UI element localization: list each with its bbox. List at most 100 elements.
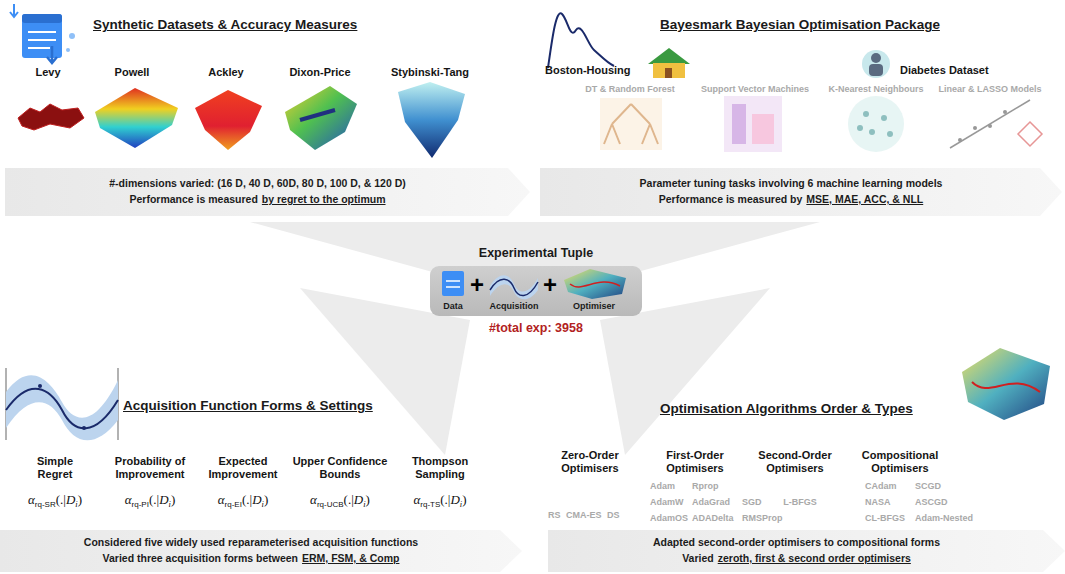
item-name: Levy [35,66,60,79]
item-name: Second-Order Optimisers [755,449,835,474]
item-name: Upper Confidence Bounds [288,455,392,480]
formula-part: α [310,492,317,507]
formula-part: (.| [242,492,252,507]
formula-part: rq-TS [420,500,440,509]
formula-part: D [252,492,261,507]
method-name: AdamW [650,497,684,507]
item-name: Dixon-Price [289,66,350,79]
method-name: AdamOS [650,513,688,523]
plus-sign: + [470,273,484,297]
item-name: First-Order Optimisers [658,449,732,474]
item-name: Diabetes Dataset [900,64,989,77]
band-text: Considered five widely used reparameteri… [0,530,522,572]
method-name: SCGD [915,481,941,491]
section-title: Optimisation Algorithms Order & Types [660,401,913,416]
acquisition-formula: αrq-TS(.|Di) [413,492,466,509]
band-line-row: Performance is measuredby regret to the … [129,192,385,208]
item-name: Probability of Improvement [104,455,196,480]
method-name: K-Nearest Neighbours [828,84,923,94]
band-line: Considered five widely used reparameteri… [84,535,418,551]
item-name: Zero-Order Optimisers [553,449,627,474]
summary-band: Considered five widely used reparameteri… [0,530,522,572]
formula-part: (.| [56,492,66,507]
formula-part: ) [366,492,370,507]
formula-part: rq-EI [225,500,242,509]
acquisition-formula: αrq-EI(.|Di) [218,492,268,509]
item-name: Stybinski-Tang [391,66,469,79]
band-line: Parameter tuning tasks involving 6 machi… [640,176,943,192]
band-text: Parameter tuning tasks involving 6 machi… [540,168,1062,216]
formula-part: i [460,499,462,509]
tuple-label: Data [443,301,463,311]
formula-part: D [450,492,459,507]
method-name: DS [607,510,620,520]
item-name: Expected Improvement [203,455,283,480]
section-title: Acquisition Function Forms & Settings [123,398,373,413]
item-name: Boston-Housing [545,64,631,77]
method-name: Support Vector Machines [701,84,809,94]
tuple-label: Optimiser [573,301,615,311]
acquisition-formula: αrq-PI(.|Di) [125,492,175,509]
band-line-row: Varied three acquisition forms betweenER… [103,551,400,567]
item-name: Thompson Sampling [403,455,477,480]
method-name: Linear & LASSO Models [938,84,1041,94]
band-line: #-dimensions varied: (16 D, 40 D, 60D, 8… [109,176,405,192]
method-name: CMA-ES [566,510,602,520]
summary-band: Adapted second-order optimisers to compo… [548,530,1065,572]
formula-part: (.| [344,492,354,507]
formula-part: D [354,492,363,507]
band-line-row: Performance is measured byMSE, MAE, ACC,… [659,192,923,208]
formula-part: i [75,499,77,509]
band-shape [5,168,530,216]
method-name: CAdam [865,481,897,491]
formula-part: rq-SR [35,500,56,509]
formula-part: ) [264,492,268,507]
formula-part: α [218,492,225,507]
method-name: Adam-Nested [915,513,973,523]
method-name: SGD [742,497,762,507]
formula-part: i [262,499,264,509]
plus-sign: + [543,273,557,297]
method-name: RS [548,510,561,520]
total-count: #total exp: 3958 [489,321,583,335]
item-name: Powell [115,66,150,79]
band-line: Performance is measured by [659,193,803,205]
formula-part: ) [462,492,466,507]
formula-part: D [159,492,168,507]
method-name: ASCGD [915,497,948,507]
formula-part: α [413,492,420,507]
underlined-text: MSE, MAE, ACC, & NLL [806,193,923,205]
band-text: Adapted second-order optimisers to compo… [548,530,1065,572]
tuple-label: Acquisition [490,301,539,311]
method-name: DT & Random Forest [585,84,675,94]
formula-part: D [66,492,75,507]
summary-band: Parameter tuning tasks involving 6 machi… [540,168,1062,216]
band-line-row: Variedzeroth, first & second order optim… [682,551,911,567]
formula-part: rq-PI [132,500,149,509]
box-heading: Experimental Tuple [479,246,593,260]
method-name: NASA [865,497,891,507]
formula-part: (.| [440,492,450,507]
method-name: AdaGrad [692,497,730,507]
formula-part: α [28,492,35,507]
item-name: Simple Regret [24,455,86,480]
experiment-box: Experimental TupleData+Acquisition+Optim… [430,266,642,316]
acquisition-formula: αrq-SR(.|Di) [28,492,82,509]
method-name: Rprop [692,481,719,491]
section-title: Synthetic Datasets & Accuracy Measures [93,17,357,32]
underlined-text: by regret to the optimum [262,193,386,205]
summary-band: #-dimensions varied: (16 D, 40 D, 60D, 8… [5,168,530,216]
band-line: Varied three acquisition forms between [103,552,298,564]
section-title: Bayesmark Bayesian Optimisation Package [660,17,940,32]
formula-part: ) [171,492,175,507]
item-name: Compositional Optimisers [855,449,945,474]
formula-part: (.| [149,492,159,507]
method-name: Adam [650,481,675,491]
method-name: ADADelta [692,513,734,523]
band-line: Adapted second-order optimisers to compo… [653,535,940,551]
formula-part: rq-UCB [317,500,344,509]
formula-part: i [169,499,171,509]
band-line: Varied [682,552,714,564]
method-name: L-BFGS [783,497,817,507]
band-text: #-dimensions varied: (16 D, 40 D, 60D, 8… [5,168,530,216]
